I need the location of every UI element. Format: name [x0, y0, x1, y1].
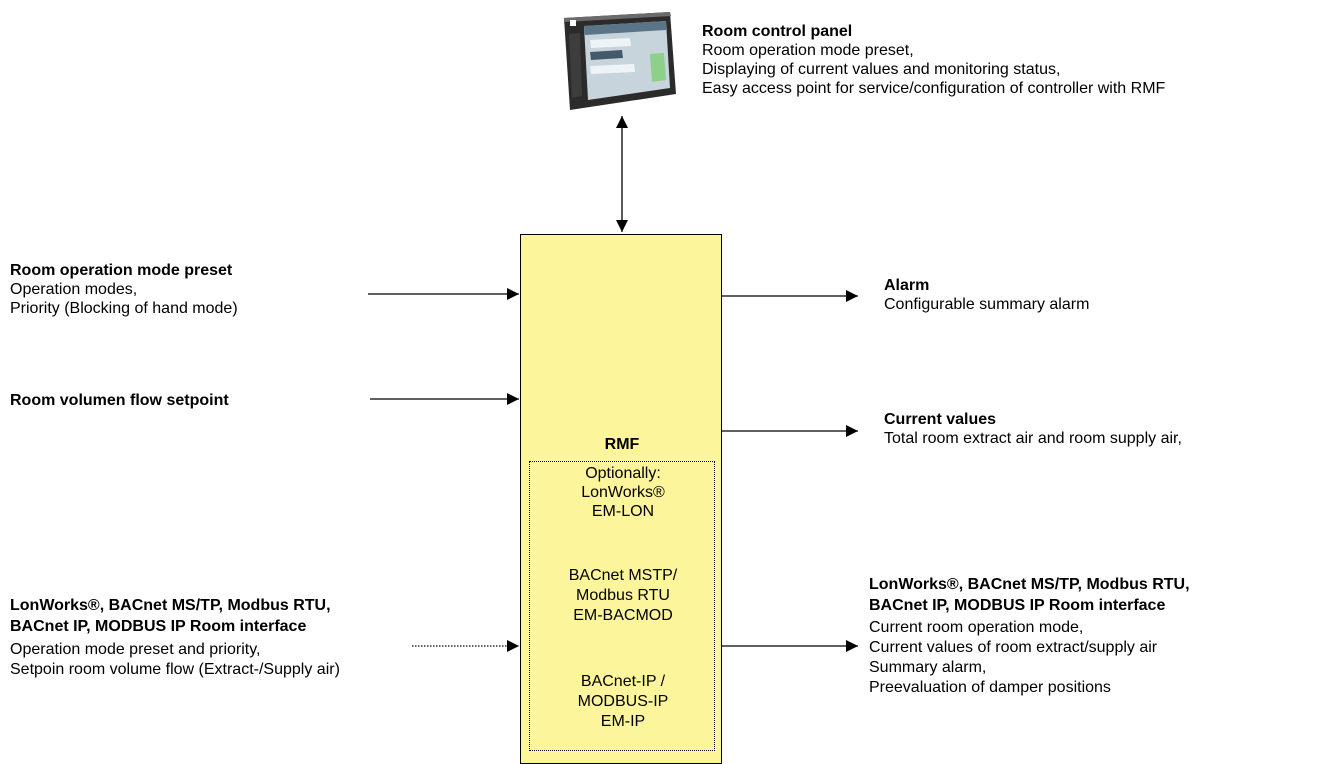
panel-line: Displaying of current values and monitor… — [702, 61, 1061, 78]
option-line: BACnet MSTP/ — [568, 567, 678, 584]
panel-title: Room control panel — [702, 23, 853, 40]
right-interface-title: LonWorks®, BACnet MS/TP, Modbus RTU, — [869, 576, 1190, 593]
option-line: EM-LON — [591, 503, 655, 520]
right-interface-title: BACnet IP, MODBUS IP Room interface — [869, 597, 1166, 614]
right-interface-line: Preevaluation of damper positions — [869, 679, 1111, 696]
mode-preset-title: Room operation mode preset — [10, 262, 233, 279]
optional-modules-box: Optionally: LonWorks® EM-LON BACnet MSTP… — [529, 461, 715, 751]
option-line: BACnet-IP / — [580, 673, 666, 690]
option-line: MODBUS-IP — [577, 693, 669, 710]
room-control-panel-device — [564, 12, 676, 110]
right-interface-line: Current room operation mode, — [869, 619, 1084, 636]
left-interface-line: Setpoin room volume flow (Extract-/Suppl… — [10, 661, 340, 678]
mode-preset-line: Operation modes, — [10, 281, 138, 298]
current-values-title: Current values — [884, 411, 997, 428]
alarm-line: Configurable summary alarm — [884, 296, 1090, 313]
mode-preset-line: Priority (Blocking of hand mode) — [10, 300, 238, 317]
option-line: EM-IP — [600, 713, 646, 730]
right-interface-line: Current values of room extract/supply ai… — [869, 639, 1158, 656]
flow-setpoint-title: Room volumen flow setpoint — [10, 392, 229, 409]
option-line: EM-BACMOD — [573, 607, 673, 624]
current-values-line: Total room extract air and room supply a… — [884, 430, 1182, 447]
option-line: LonWorks® — [581, 484, 665, 501]
option-line: Modbus RTU — [576, 587, 670, 604]
panel-line: Easy access point for service/configurat… — [702, 80, 1166, 97]
option-line: Optionally: — [585, 465, 661, 482]
left-interface-title: BACnet IP, MODBUS IP Room interface — [10, 618, 307, 635]
left-interface-line: Operation mode preset and priority, — [10, 641, 261, 658]
rmf-title: RMF — [604, 436, 640, 453]
panel-line: Room operation mode preset, — [702, 42, 914, 59]
right-interface-line: Summary alarm, — [869, 659, 987, 676]
left-interface-title: LonWorks®, BACnet MS/TP, Modbus RTU, — [10, 597, 331, 614]
rmf-controller-block: RMF Optionally: LonWorks® EM-LON BACnet … — [520, 234, 722, 764]
alarm-title: Alarm — [884, 277, 930, 294]
